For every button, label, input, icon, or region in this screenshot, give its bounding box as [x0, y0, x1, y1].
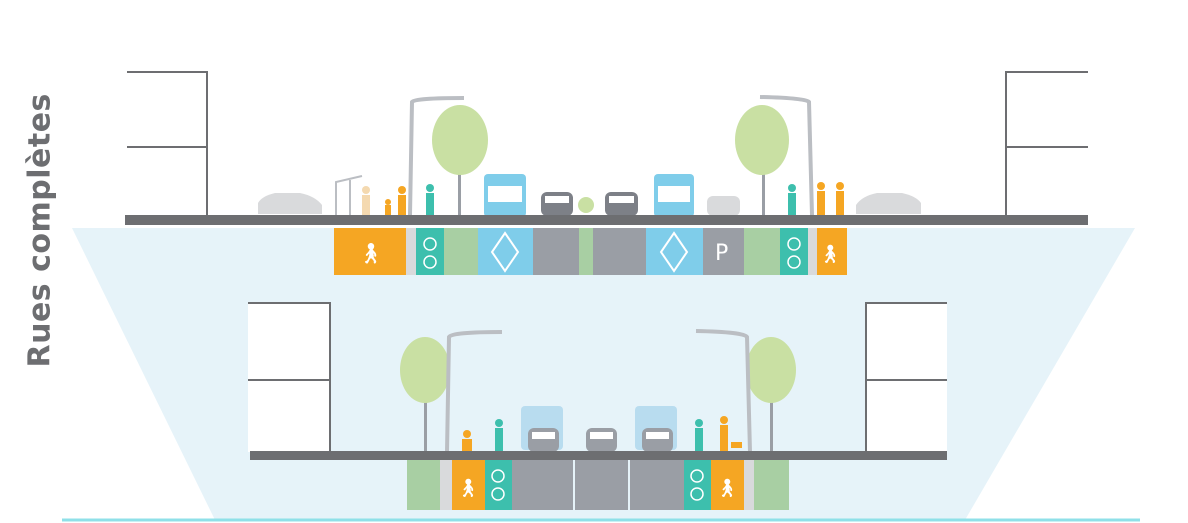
road-surface — [250, 451, 947, 460]
bicycle-icon — [787, 237, 801, 269]
bottom-street-section: 🚶︎ 🚶︎ — [248, 302, 947, 510]
car-icon — [528, 428, 559, 452]
lane-traffic — [512, 460, 573, 510]
wheelchair-user-icon — [462, 430, 472, 452]
lane-bike — [485, 460, 512, 510]
pedestrians-icon — [362, 186, 406, 215]
lane-traffic — [593, 228, 646, 275]
lane-buffer — [440, 460, 452, 510]
parking-label: P — [715, 241, 728, 266]
lane-bike — [416, 228, 444, 275]
pedestrian-person-icon — [495, 419, 503, 452]
cyclist-person-icon — [788, 184, 796, 215]
lane-green — [407, 460, 440, 510]
pedestrian-person-icon — [695, 419, 703, 452]
diagram-title: Rues complètes — [22, 93, 58, 368]
pedestrians-icon — [817, 182, 844, 215]
car-icon — [541, 192, 573, 216]
bus-icon — [654, 174, 694, 217]
lane-pedestrian — [711, 460, 744, 510]
lane-buffer — [406, 228, 416, 275]
lane-bike — [780, 228, 808, 275]
building-right — [866, 303, 947, 452]
bus-shelter-icon — [335, 175, 363, 215]
lane-transit — [478, 228, 533, 275]
building-left — [248, 303, 330, 452]
car-icon — [707, 196, 740, 216]
bush-icon — [578, 197, 594, 213]
lane-traffic — [533, 228, 579, 275]
lane-buffer — [744, 460, 754, 510]
bicycle-icon — [491, 469, 505, 501]
top-street-section: P 🚶︎ 🚶︎ — [125, 71, 1088, 275]
pedestrian-icon: 🚶︎ — [457, 478, 480, 499]
building-right — [1005, 71, 1088, 215]
lane-green — [744, 228, 780, 275]
streetlight-icon — [408, 96, 465, 216]
car-icon — [856, 193, 921, 214]
tree-icon — [400, 337, 450, 452]
person-with-dog-icon — [720, 416, 742, 452]
pedestrian-icon: 🚶︎ — [716, 478, 739, 499]
streetlight-icon — [445, 330, 503, 453]
streetlight-icon — [759, 95, 814, 216]
building-left — [127, 71, 208, 215]
lane-traffic — [630, 460, 684, 510]
bus-icon — [484, 174, 526, 217]
tree-icon — [746, 337, 796, 452]
lane-green — [754, 460, 789, 510]
car-icon — [642, 428, 673, 452]
streetlight-icon — [695, 329, 752, 453]
lane-pedestrian — [817, 228, 847, 275]
car-icon — [586, 428, 617, 452]
tree-icon — [735, 105, 789, 215]
lane-pedestrian — [452, 460, 485, 510]
cyclist-person-icon — [426, 184, 434, 215]
pedestrian-icon: 🚶︎ — [819, 244, 842, 265]
tree-icon — [432, 105, 488, 215]
car-icon — [605, 192, 638, 216]
diamond-icon — [659, 231, 689, 273]
lane-buffer — [808, 228, 817, 275]
lane-median — [579, 228, 593, 275]
bicycle-icon — [423, 237, 437, 269]
lane-parking — [703, 228, 744, 275]
pedestrian-icon: 🚶︎ — [358, 241, 383, 265]
diamond-icon — [490, 231, 520, 273]
lane-traffic — [575, 460, 628, 510]
lane-transit — [646, 228, 703, 275]
lane-pedestrian — [334, 228, 406, 275]
lane-bike — [684, 460, 711, 510]
lane-green — [444, 228, 478, 275]
car-icon — [258, 193, 322, 214]
bicycle-icon — [690, 469, 704, 501]
road-surface — [125, 215, 1088, 225]
